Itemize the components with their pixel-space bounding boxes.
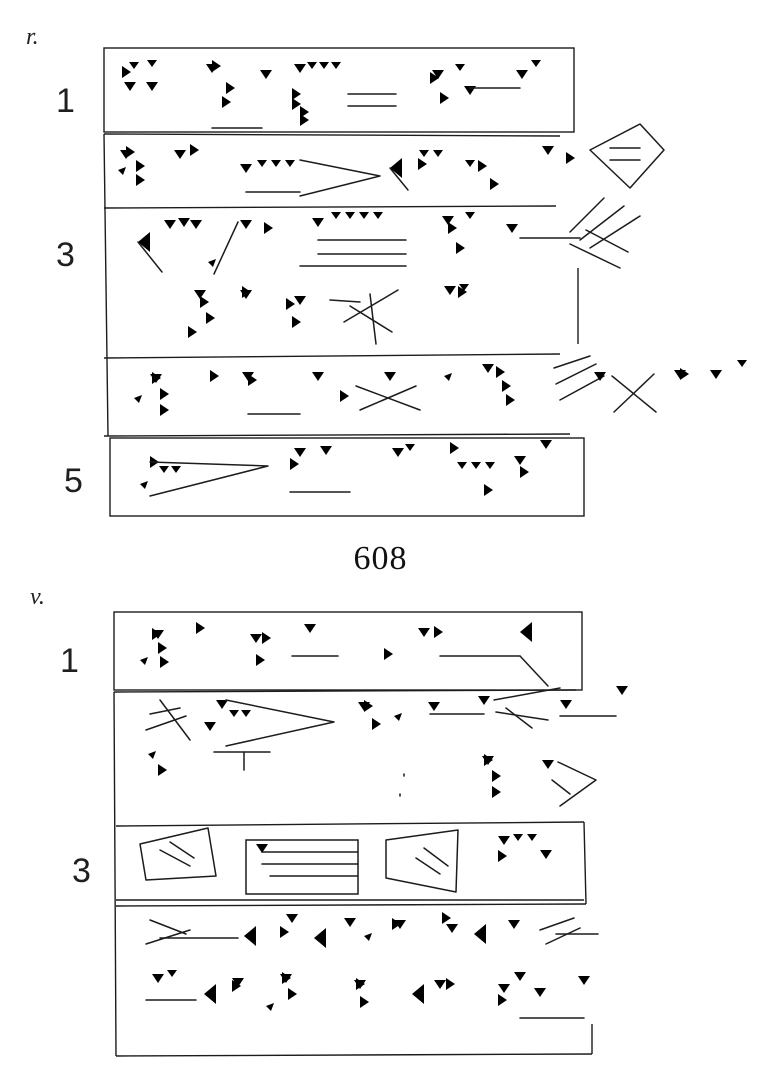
reverse-line-number-1: 1 — [60, 642, 79, 680]
obverse-line-5-frame — [109, 437, 585, 517]
reverse-line-1-frame — [113, 611, 583, 691]
tablet-number: 608 — [353, 540, 408, 577]
obverse-line-1-signs — [122, 60, 541, 129]
obverse-line-1-frame — [103, 47, 575, 133]
reverse-right-edge-line-3 — [583, 821, 587, 905]
reverse-frames — [113, 611, 593, 1057]
obverse-line-3-signs — [137, 197, 641, 345]
obverse-ruling-3 — [103, 353, 561, 359]
reverse-line-2-signs — [145, 686, 628, 807]
obverse-line-number-1: 1 — [56, 82, 75, 120]
obverse-side-label: r. — [26, 24, 39, 50]
obverse-frames — [103, 47, 585, 517]
obverse-line-4-signs — [134, 355, 747, 422]
obverse-left-edge — [103, 133, 109, 437]
reverse-ruling-1 — [113, 689, 577, 693]
reverse-ruling-2 — [115, 821, 585, 827]
obverse-line-number-5: 5 — [64, 462, 83, 500]
obverse-ruling-4 — [103, 433, 571, 437]
reverse-bottom — [115, 1053, 593, 1057]
reverse-ruling-4 — [115, 903, 587, 907]
reverse-side-label: v. — [30, 584, 45, 610]
obverse-ruling-2 — [103, 205, 557, 209]
obverse-ruling-1 — [103, 133, 561, 137]
reverse-left-edge — [113, 691, 117, 1057]
obverse-line-5-signs — [140, 440, 564, 508]
reverse-line-1-signs — [140, 622, 549, 687]
obverse-line-number-3: 3 — [56, 236, 75, 274]
reverse-line-3-signs — [139, 827, 552, 895]
obverse-line-2-signs — [118, 123, 665, 206]
reverse-line-4-signs — [145, 912, 599, 1030]
reverse-line-number-3: 3 — [72, 852, 91, 890]
